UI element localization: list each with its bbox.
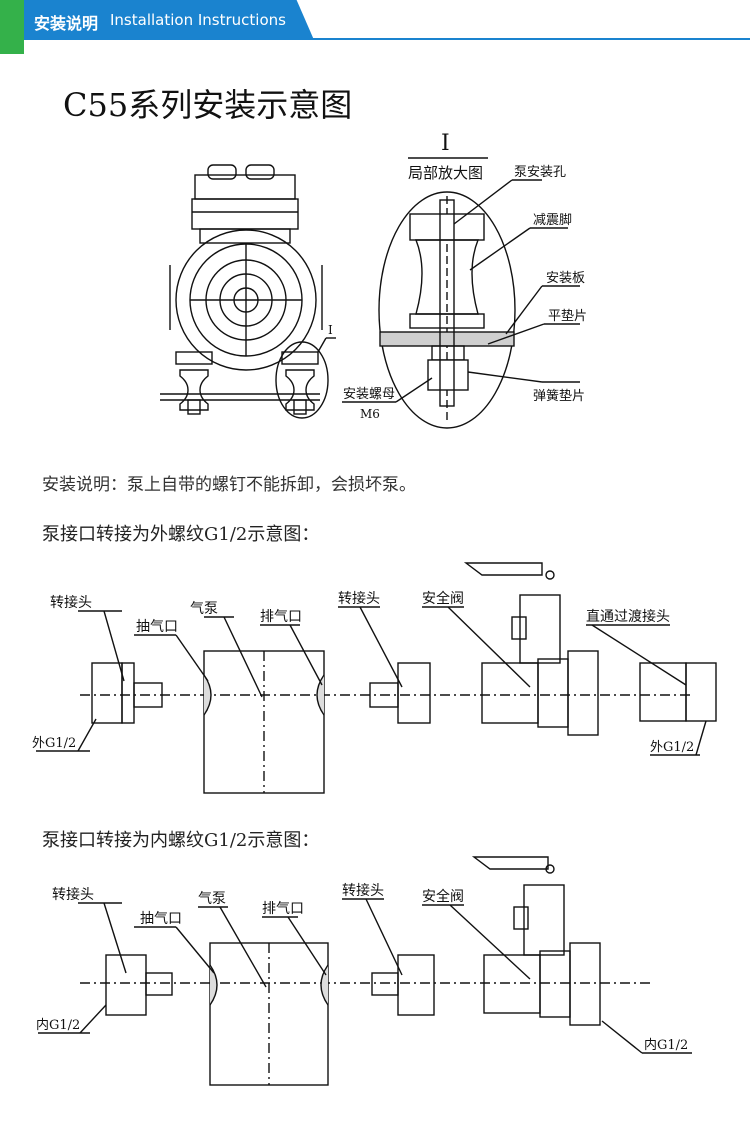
ext-label-exhaust: 排气口: [260, 609, 302, 625]
ext-label-g12-left: 外G1/2: [32, 736, 76, 751]
detail-roman: I: [441, 131, 450, 156]
ext-label-pump: 气泵: [190, 601, 218, 617]
ext-label-suction: 抽气口: [136, 619, 178, 635]
internal-thread-heading: 泵接口转接为内螺纹G1/2示意图：: [42, 830, 320, 851]
ext-label-straight: 直通过渡接头: [586, 608, 670, 625]
pump-installation-diagram: I 局部放大图 泵安装孔 减震脚 安装板 平垫片 弹簧垫片 安装螺母 M6 I: [160, 131, 587, 429]
detail-caption: 局部放大图: [408, 164, 483, 182]
label-pump-hole: 泵安装孔: [514, 165, 566, 180]
label-nut: 安装螺母: [343, 387, 395, 402]
int-label-adapter2: 转接头: [342, 882, 384, 899]
int-label-g12-right: 内G1/2: [644, 1037, 688, 1053]
label-mount-plate: 安装板: [546, 271, 585, 286]
ext-label-adapter2: 转接头: [338, 590, 380, 607]
label-spring-washer: 弹簧垫片: [533, 388, 585, 404]
ext-label-adapter1: 转接头: [50, 594, 92, 611]
header-title-cn: 安装说明: [34, 14, 99, 33]
page-title: C55系列安装示意图: [63, 86, 353, 124]
ext-label-valve: 安全阀: [422, 590, 464, 607]
header-title-en: Installation Instructions: [110, 11, 286, 29]
install-note: 安装说明：泵上自带的螺钉不能拆卸，会损坏泵。: [42, 475, 416, 495]
label-flat-washer: 平垫片: [548, 308, 587, 324]
label-m6: M6: [360, 407, 380, 421]
header-rule: [0, 38, 750, 40]
section-header: 安装说明 Installation Instructions: [0, 0, 750, 54]
external-thread-heading: 泵接口转接为外螺纹G1/2示意图：: [42, 524, 320, 545]
int-label-suction: 抽气口: [140, 911, 182, 927]
external-thread-diagram: 转接头 抽气口 气泵 排气口 转接头 安全阀 直通过渡接头 外G1/2 外G1/…: [32, 562, 717, 794]
ext-label-g12-right: 外G1/2: [650, 740, 694, 755]
int-label-adapter1: 转接头: [52, 886, 94, 903]
int-label-exhaust: 排气口: [262, 901, 304, 917]
header-tab: [24, 0, 314, 40]
pump-detail-marker: I: [328, 323, 333, 337]
int-label-valve: 安全阀: [422, 888, 464, 905]
internal-thread-diagram: 转接头 抽气口 气泵 排气口 转接头 安全阀 内G1/2 内G1/2: [36, 856, 692, 1086]
label-damper: 减震脚: [533, 212, 572, 228]
int-label-pump: 气泵: [198, 891, 226, 907]
int-label-g12-left: 内G1/2: [36, 1017, 80, 1033]
header-accent: [0, 0, 24, 54]
